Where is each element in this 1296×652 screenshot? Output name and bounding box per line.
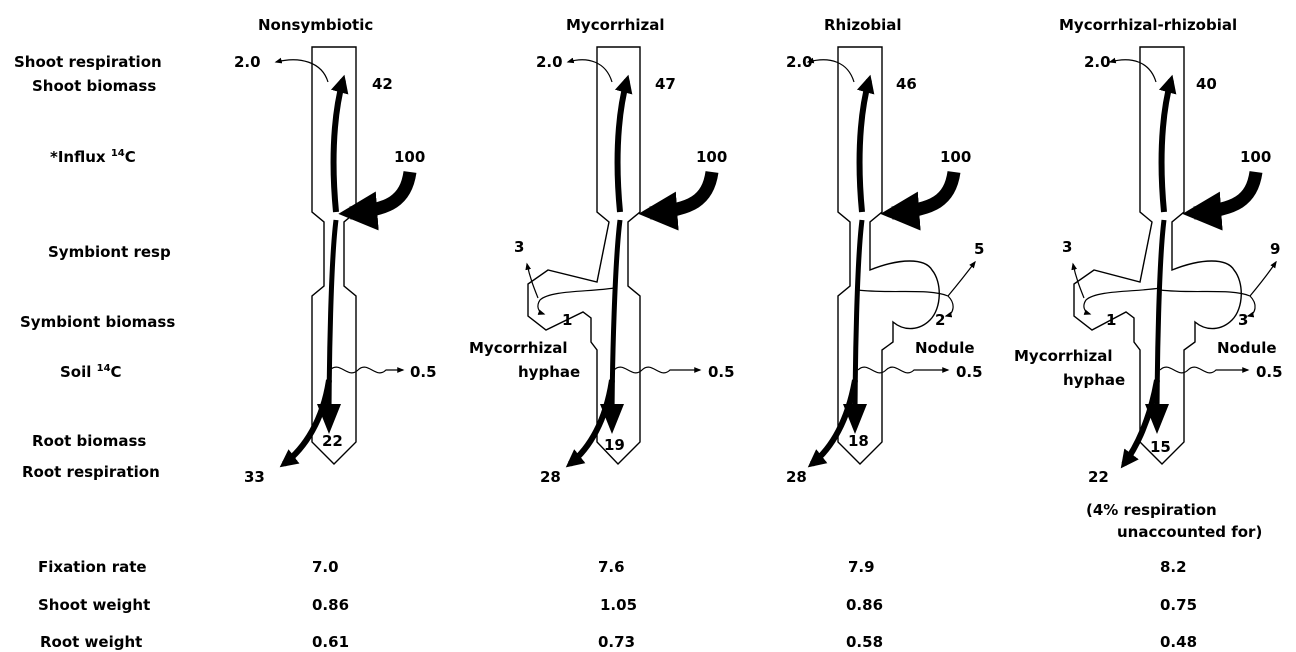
note-line-1: (4% respiration [1086,501,1217,519]
value-influx: 100 [940,148,971,166]
panel-nonsymbiotic: 2.0 42 100 0.5 22 33 [234,47,437,486]
summary-table: Fixation rate Shoot weight Root weight 7… [38,558,1197,651]
label-symbiont-biomass: Symbiont biomass [20,313,175,331]
panel-rhizobial: 2.0 46 100 5 2 Nodule 0.5 18 28 [786,47,984,486]
value-root-biomass: 15 [1150,438,1171,456]
table-cell: 0.48 [1160,633,1197,651]
value-myc-biomass: 1 [562,311,572,329]
influx-arrow [1194,172,1256,213]
influx-arrow [892,172,954,213]
header-rhizobial: Rhizobial [824,16,902,34]
value-myc-resp: 3 [1062,238,1072,256]
value-root-resp: 22 [1088,468,1109,486]
value-shoot-resp: 2.0 [234,53,261,71]
value-shoot-biomass: 40 [1196,75,1217,93]
table-cell: 1.05 [600,596,637,614]
label-shoot-respiration: Shoot respiration [14,53,162,71]
table-label-fixation-rate: Fixation rate [38,558,147,576]
label-soil: Soil 14C [60,363,122,381]
label-nodule: Nodule [1217,339,1277,357]
value-soil: 0.5 [708,363,735,381]
table-cell: 7.0 [312,558,339,576]
label-mycorrhizal-hyphae-2: hyphae [1063,371,1125,389]
label-mycorrhizal-hyphae-2: hyphae [518,363,580,381]
label-influx: *Influx 14C [50,148,136,166]
header-mycorrhizal: Mycorrhizal [566,16,665,34]
value-shoot-resp: 2.0 [786,53,813,71]
value-myc-resp: 3 [514,238,524,256]
value-root-biomass: 22 [322,432,343,450]
value-shoot-resp: 2.0 [1084,53,1111,71]
table-cell: 0.86 [312,596,349,614]
label-root-biomass: Root biomass [32,432,146,450]
value-soil: 0.5 [410,363,437,381]
value-nod-biomass: 3 [1238,311,1248,329]
influx-arrow [350,172,410,213]
value-influx: 100 [696,148,727,166]
label-shoot-biomass: Shoot biomass [32,77,156,95]
label-mycorrhizal-hyphae-1: Mycorrhizal [1014,347,1113,365]
value-soil: 0.5 [1256,363,1283,381]
panel-mycorrhizal: 2.0 47 100 3 1 Mycorrhizal hyphae 0.5 19… [469,47,735,486]
panel-mycorrhizal-rhizobial: 2.0 40 100 3 9 1 3 Mycorrhizal hyphae No… [1014,47,1283,541]
value-nod-resp: 9 [1270,240,1280,258]
header-mycorrhizal-rhizobial: Mycorrhizal-rhizobial [1059,16,1237,34]
value-shoot-biomass: 47 [655,75,676,93]
value-root-biomass: 18 [848,432,869,450]
label-symbiont-resp: Symbiont resp [48,243,171,261]
value-myc-biomass: 1 [1106,311,1116,329]
header-nonsymbiotic: Nonsymbiotic [258,16,373,34]
influx-arrow [650,172,712,213]
table-cell: 0.86 [846,596,883,614]
label-nodule: Nodule [915,339,975,357]
value-nod-biomass: 2 [935,311,945,329]
nodule-resp-arrow [1250,262,1276,296]
value-soil: 0.5 [956,363,983,381]
value-root-biomass: 19 [604,436,625,454]
value-influx: 100 [1240,148,1271,166]
value-root-resp: 28 [540,468,561,486]
label-root-respiration: Root respiration [22,463,160,481]
value-shoot-biomass: 42 [372,75,393,93]
value-shoot-biomass: 46 [896,75,917,93]
value-nod-resp: 5 [974,240,984,258]
table-label-root-weight: Root weight [40,633,142,651]
note-line-2: unaccounted for) [1117,523,1262,541]
table-cell: 0.73 [598,633,635,651]
table-cell: 7.6 [598,558,625,576]
table-cell: 0.75 [1160,596,1197,614]
label-mycorrhizal-hyphae-1: Mycorrhizal [469,339,568,357]
table-cell: 0.58 [846,633,883,651]
nodule-resp-arrow [948,262,975,296]
value-shoot-resp: 2.0 [536,53,563,71]
table-label-shoot-weight: Shoot weight [38,596,150,614]
value-root-resp: 33 [244,468,265,486]
value-influx: 100 [394,148,425,166]
table-cell: 0.61 [312,633,349,651]
value-root-resp: 28 [786,468,807,486]
table-cell: 8.2 [1160,558,1187,576]
table-cell: 7.9 [848,558,875,576]
